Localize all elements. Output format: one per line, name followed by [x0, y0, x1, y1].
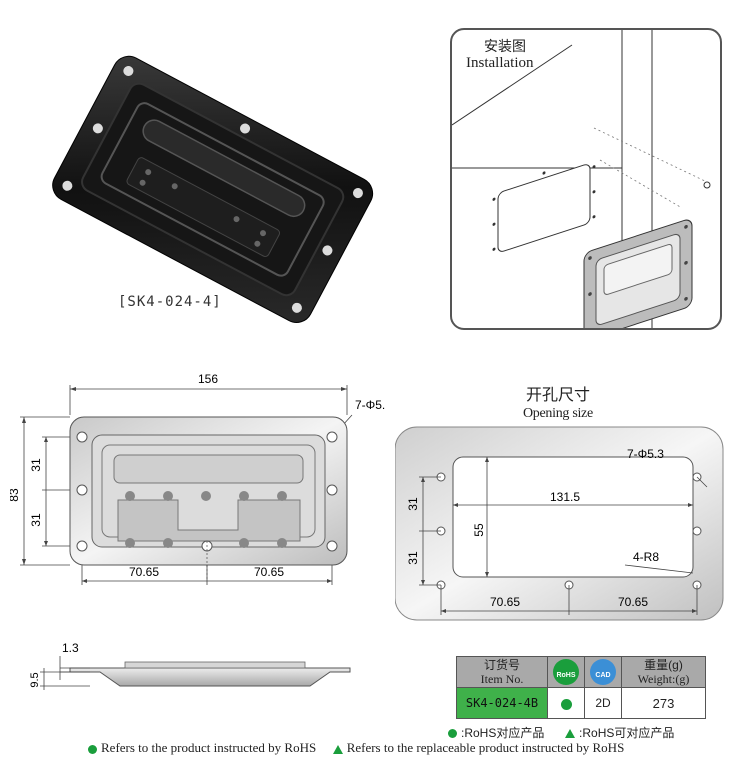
- opening-corner-radius: 4-R8: [633, 550, 659, 564]
- installation-diagram: [452, 30, 711, 328]
- opening-spacing-right: 70.65: [618, 595, 648, 609]
- table-row: SK4-024-4B 2D 273: [456, 687, 706, 719]
- rohs-dot-icon: [560, 698, 572, 710]
- front-height-dim: 83: [10, 488, 21, 502]
- photo-caption: [SK4-024-4]: [118, 294, 222, 310]
- opening-title-en: Opening size: [523, 406, 593, 421]
- front-width-dim: 156: [198, 372, 218, 386]
- col-item-cn: 订货号: [483, 658, 520, 672]
- product-photo: [52, 55, 374, 323]
- rohs-icon-label: RoHS: [556, 672, 576, 679]
- note-replaceable-cn: :RoHS可对应产品: [579, 726, 675, 740]
- front-spacing-left: 70.65: [129, 565, 159, 579]
- opening-spacing-top: 31: [406, 497, 420, 511]
- col-item-en: Item No.: [480, 672, 524, 686]
- rohs-dot-icon: [448, 729, 457, 739]
- front-spacing-right: 70.65: [254, 565, 284, 579]
- rohs-dot-icon: [88, 744, 97, 754]
- spec-table-header: 订货号 Item No. RoHS CAD 重量(g) Weight:(g): [456, 656, 706, 688]
- weight-value: 273: [621, 687, 706, 719]
- col-cad: CAD: [584, 656, 622, 688]
- front-hole-spec: 7-Φ5.3: [355, 398, 385, 412]
- opening-cut-height: 55: [472, 523, 486, 537]
- col-rohs: RoHS: [547, 656, 585, 688]
- opening-spacing-bottom: 31: [406, 551, 420, 565]
- spec-table: 订货号 Item No. RoHS CAD 重量(g) Weight:(g) S…: [456, 656, 706, 719]
- opening-title: 开孔尺寸 Opening size: [523, 387, 593, 423]
- col-weight-en: Weight:(g): [637, 672, 690, 686]
- front-half-top: 31: [29, 458, 43, 472]
- col-weight: 重量(g) Weight:(g): [621, 656, 706, 688]
- opening-spacing-left: 70.65: [490, 595, 520, 609]
- installation-title-cn: 安装图: [484, 38, 526, 54]
- note-rohs-en: Refers to the product instructed by RoHS: [101, 740, 317, 755]
- front-half-bottom: 31: [29, 513, 43, 527]
- replaceable-triangle-icon: [332, 744, 343, 754]
- side-depth: 9.5: [30, 672, 41, 687]
- cad-icon: CAD: [590, 659, 616, 685]
- opening-hole-spec: 7-Φ5.3: [627, 447, 664, 461]
- note-rohs-cn: :RoHS对应产品: [461, 726, 545, 740]
- col-item: 订货号 Item No.: [456, 656, 548, 688]
- note-replaceable-en: Refers to the replaceable product instru…: [346, 740, 625, 755]
- replaceable-triangle-icon: [565, 729, 576, 739]
- col-weight-cn: 重量(g): [644, 658, 683, 672]
- rohs-icon: RoHS: [553, 659, 579, 685]
- side-drawing: 1.3 9.5: [30, 641, 351, 690]
- installation-title: 安装图 Installation: [466, 38, 534, 72]
- cad-type: 2D: [584, 687, 622, 719]
- notes-en: Refers to the product instructed by RoHS…: [88, 740, 624, 756]
- installation-title-en: Installation: [466, 55, 534, 71]
- installation-panel: 安装图 Installation: [450, 28, 722, 330]
- opening-cut-width: 131.5: [550, 490, 580, 504]
- cad-icon-label: CAD: [595, 672, 611, 679]
- item-no: SK4-024-4B: [456, 687, 548, 719]
- side-thickness: 1.3: [62, 641, 79, 655]
- front-drawing: 156 83 31 31 7-Φ5.3 70.65 70.65: [10, 372, 385, 585]
- opening-drawing: 7-Φ5.3 131.5 55 4-R8 31 31 70.65 70.65: [395, 426, 724, 621]
- notes-cn: :RoHS对应产品 :RoHS可对应产品: [448, 724, 674, 741]
- opening-title-cn: 开孔尺寸: [525, 387, 590, 404]
- rohs-status: [547, 687, 585, 719]
